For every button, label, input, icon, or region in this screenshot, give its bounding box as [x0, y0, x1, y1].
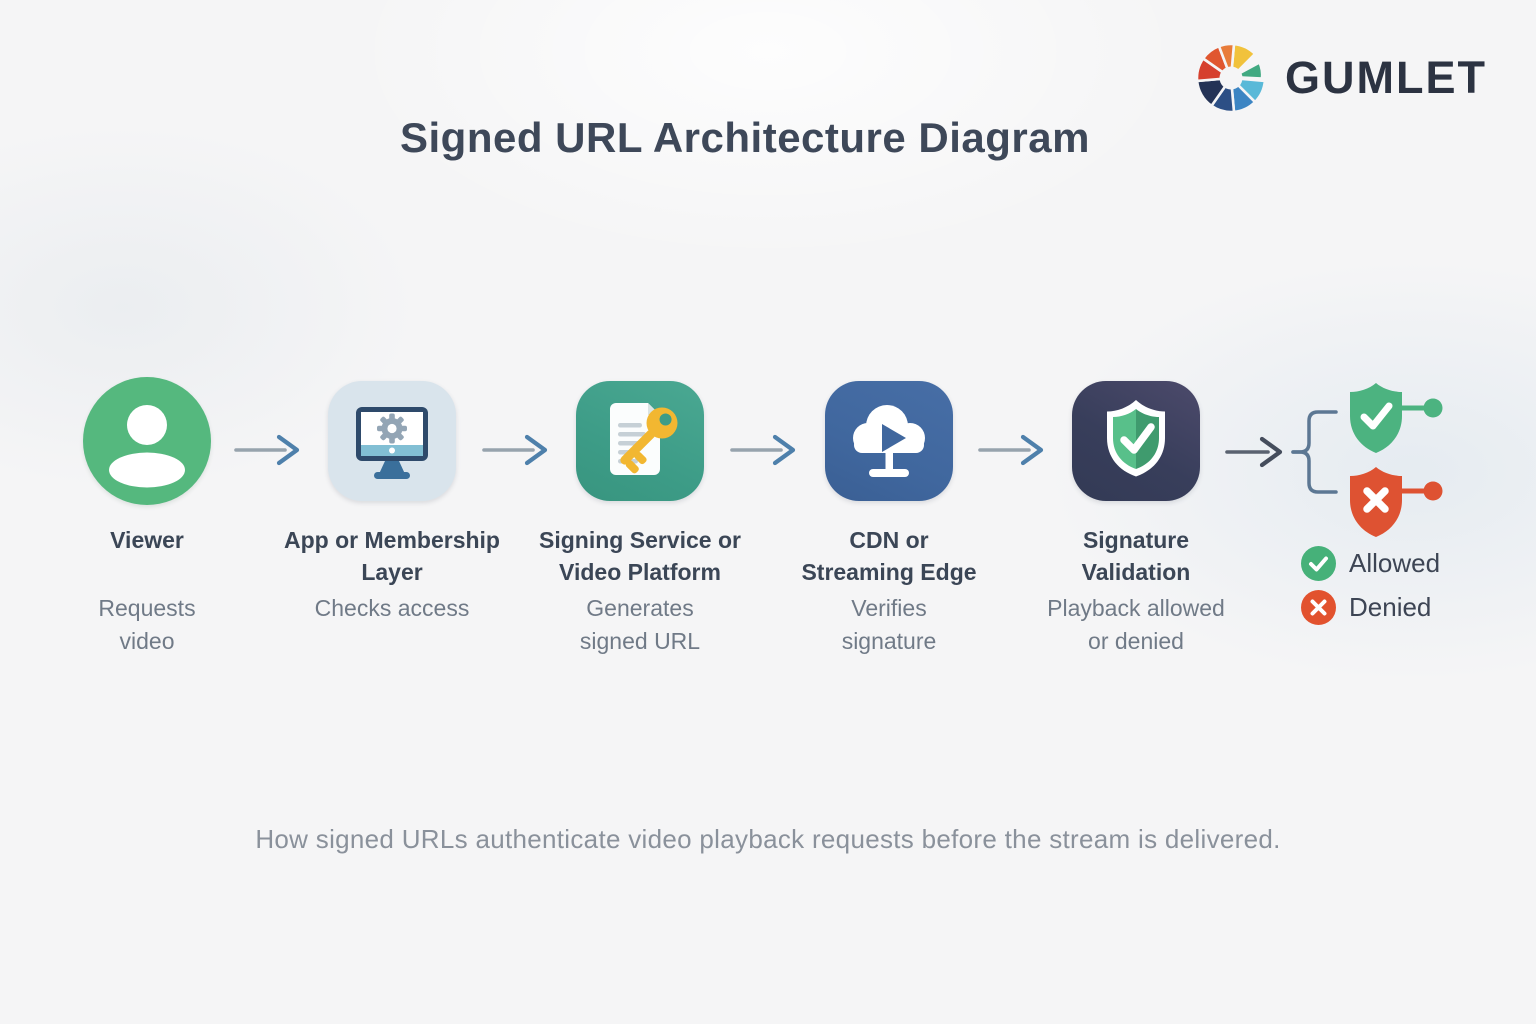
flow-arrow-icon — [234, 434, 300, 466]
node-viewer: Viewer Requests video — [42, 377, 252, 658]
diagram-caption: How signed URLs authenticate video playb… — [255, 824, 1281, 854]
brace-branch-icon — [1291, 410, 1338, 494]
gumlet-logo: GUMLET — [1193, 40, 1487, 116]
node-label: App or Membership Layer — [284, 527, 500, 585]
x-circle-icon — [1301, 590, 1336, 625]
flow-arrow-icon — [978, 434, 1044, 466]
shield-x-icon — [1350, 467, 1443, 537]
outcome-legend: Allowed Denied — [1301, 546, 1440, 634]
node-sublabel: Requests video — [98, 595, 196, 654]
node-sublabel: Verifies signature — [841, 595, 937, 654]
legend-item-allowed: Allowed — [1301, 546, 1440, 581]
legend-item-denied: Denied — [1301, 590, 1440, 625]
node-signature-validation: Signature Validation Playback allowed or… — [1014, 378, 1258, 658]
node-label: Signature Validation — [1081, 527, 1191, 585]
gumlet-wordmark: GUMLET — [1285, 52, 1487, 103]
shield-check-icon — [1072, 381, 1200, 501]
legend-label: Denied — [1349, 592, 1432, 622]
cloud-play-icon — [825, 381, 953, 501]
flow-arrow-icon — [482, 434, 548, 466]
shield-check-icon — [1350, 383, 1443, 453]
node-cdn-edge: CDN or Streaming Edge Verifies signature — [770, 378, 1008, 658]
legend-label: Allowed — [1349, 548, 1441, 578]
page-title: Signed URL Architecture Diagram — [400, 114, 1090, 161]
node-label: Viewer — [110, 527, 184, 553]
monitor-gear-icon — [328, 381, 456, 501]
flow-arrow-icon — [730, 434, 796, 466]
node-app-layer: App or Membership Layer Checks access — [262, 378, 522, 625]
document-key-icon — [576, 381, 704, 501]
flow-arrow-final-icon — [1225, 436, 1283, 468]
check-circle-icon — [1301, 546, 1336, 581]
node-sublabel: Checks access — [314, 595, 470, 621]
gumlet-color-wheel-icon — [1195, 42, 1267, 114]
user-icon — [83, 377, 211, 505]
node-sublabel: Playback allowed or denied — [1047, 595, 1225, 654]
node-sublabel: Generates signed URL — [579, 595, 701, 654]
node-label: Signing Service or Video Platform — [539, 527, 741, 585]
node-label: CDN or Streaming Edge — [801, 527, 977, 585]
node-signing-service: Signing Service or Video Platform Genera… — [518, 378, 762, 658]
